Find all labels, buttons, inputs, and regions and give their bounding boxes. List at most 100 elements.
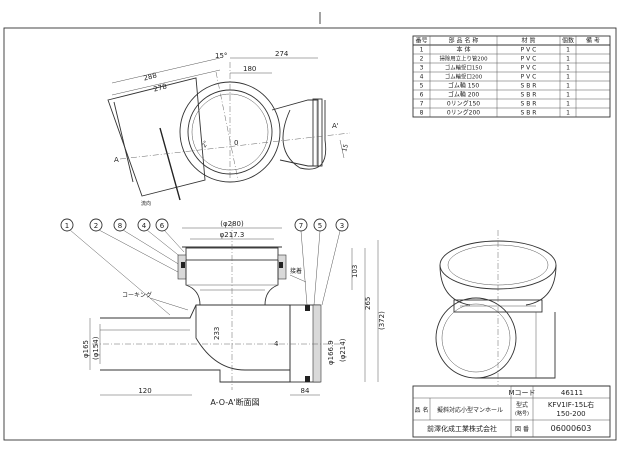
parts-table: 番号 部 品 名 称 材 質 個数 備 考 1 本 体 P V C 1 2 掃除… bbox=[412, 35, 611, 118]
balloon-8: 8 bbox=[113, 218, 181, 266]
svg-text:掃除用立上り管200: 掃除用立上り管200 bbox=[439, 55, 488, 63]
svg-text:6: 6 bbox=[160, 222, 165, 230]
svg-text:ゴム輪 200: ゴム輪 200 bbox=[448, 91, 480, 99]
svg-text:P V C: P V C bbox=[521, 74, 537, 81]
svg-text:P V C: P V C bbox=[521, 65, 537, 72]
svg-text:S B R: S B R bbox=[521, 83, 537, 90]
svg-text:0リング200: 0リング200 bbox=[447, 109, 480, 117]
product-label: 品 名 bbox=[415, 406, 429, 414]
drawing-number: 06000603 bbox=[551, 424, 592, 433]
flow-label: 流向 bbox=[141, 200, 151, 207]
company-name: 前澤化成工業株式会社 bbox=[427, 424, 497, 433]
balloon-7: 7 bbox=[294, 218, 308, 306]
dim-15: 15 bbox=[341, 143, 350, 152]
svg-text:ゴム輪受口150: ゴム輪受口150 bbox=[445, 64, 483, 72]
model-line-2: 150-200 bbox=[556, 410, 585, 418]
svg-text:1: 1 bbox=[566, 110, 570, 117]
adhesive-label: 接着 bbox=[290, 267, 302, 275]
balloon-4: 4 bbox=[137, 218, 183, 259]
svg-text:1: 1 bbox=[566, 56, 570, 63]
m-code-label: Mコード bbox=[508, 389, 535, 397]
col-qty-header: 個数 bbox=[562, 37, 574, 45]
drawing-frame bbox=[3, 27, 617, 441]
table-row: 8 0リング200 S B R 1 bbox=[420, 109, 571, 117]
dim-4: 4 bbox=[274, 340, 279, 348]
dim-372: (372) bbox=[378, 311, 386, 330]
section-view: 1 2 8 4 6 7 5 3 (φ280) φ217.3 bbox=[60, 218, 386, 407]
svg-text:4: 4 bbox=[142, 222, 147, 230]
dim-120: 120 bbox=[138, 387, 151, 395]
model-line-1: KFV1IF-15L右 bbox=[548, 400, 594, 409]
col-material-header: 材 質 bbox=[522, 37, 536, 45]
svg-text:2: 2 bbox=[420, 56, 424, 63]
svg-text:8: 8 bbox=[118, 222, 122, 230]
svg-text:1: 1 bbox=[566, 47, 570, 54]
svg-text:P V C: P V C bbox=[521, 56, 537, 63]
dim-265: 265 bbox=[364, 297, 372, 310]
svg-text:3: 3 bbox=[340, 222, 344, 230]
plan-view: 274 180 15° 288 278 0 2° 15 A A' 流向 bbox=[107, 50, 351, 207]
svg-text:ゴム輪 150: ゴム輪 150 bbox=[448, 82, 480, 90]
svg-text:1: 1 bbox=[65, 222, 69, 230]
dim-103: 103 bbox=[351, 265, 359, 278]
table-row: 2 掃除用立上り管200 P V C 1 bbox=[420, 55, 571, 63]
svg-text:本 体: 本 体 bbox=[457, 46, 471, 54]
dim-278: 278 bbox=[153, 83, 168, 94]
col-name-header: 部 品 名 称 bbox=[449, 37, 479, 45]
dim-280: (φ280) bbox=[220, 220, 244, 228]
dim-84: 84 bbox=[301, 387, 310, 395]
svg-text:0リング150: 0リング150 bbox=[447, 100, 480, 108]
section-label-A: A bbox=[114, 156, 119, 164]
table-row: 3 ゴム輪受口150 P V C 1 bbox=[420, 64, 571, 72]
side-view bbox=[435, 230, 557, 385]
dim-154: (φ154) bbox=[92, 336, 100, 360]
table-row: 7 0リング150 S B R 1 bbox=[420, 100, 571, 108]
svg-text:1: 1 bbox=[566, 65, 570, 72]
svg-text:7: 7 bbox=[299, 222, 303, 230]
model-label: 型式 bbox=[516, 401, 528, 409]
svg-text:S B R: S B R bbox=[521, 92, 537, 99]
balloon-5: 5 bbox=[313, 218, 327, 306]
svg-text:3: 3 bbox=[420, 65, 424, 72]
col-no-header: 番号 bbox=[415, 38, 427, 45]
inlet-pipe-outline bbox=[107, 77, 206, 197]
svg-text:1: 1 bbox=[420, 47, 424, 54]
svg-text:ゴム輪受口200: ゴム輪受口200 bbox=[445, 73, 483, 81]
svg-text:4: 4 bbox=[420, 74, 424, 81]
model-sub-label: (略号) bbox=[515, 410, 529, 417]
dim-2173: φ217.3 bbox=[220, 231, 245, 239]
svg-text:1: 1 bbox=[566, 83, 570, 90]
dim-288: 288 bbox=[143, 72, 158, 83]
section-label-A-prime: A' bbox=[332, 122, 339, 130]
dim-15deg: 15° bbox=[215, 52, 227, 60]
balloon-2: 2 bbox=[89, 218, 179, 273]
dim-274: 274 bbox=[275, 50, 289, 58]
table-row: 4 ゴム輪受口200 P V C 1 bbox=[420, 73, 571, 81]
dim-180: 180 bbox=[243, 65, 256, 73]
dim-165: φ165 bbox=[82, 340, 90, 358]
svg-text:8: 8 bbox=[420, 110, 424, 117]
balloon-6: 6 bbox=[155, 218, 185, 253]
svg-text:7: 7 bbox=[420, 101, 424, 108]
svg-text:5: 5 bbox=[420, 83, 424, 90]
product-name: 擬斜対応小型マンホール bbox=[437, 406, 503, 414]
dim-1669: φ166.9 bbox=[327, 340, 335, 365]
table-row: 1 本 体 P V C 1 bbox=[420, 46, 571, 54]
section-caption: A-O-A'断面図 bbox=[210, 397, 259, 407]
dim-214: (φ214) bbox=[339, 338, 347, 362]
svg-text:2: 2 bbox=[94, 222, 98, 230]
drawing-number-label: 図 番 bbox=[515, 426, 529, 433]
table-row: 5 ゴム輪 150 S B R 1 bbox=[420, 82, 571, 90]
outlet-socket bbox=[271, 99, 319, 167]
side-outlet-outer bbox=[435, 297, 517, 379]
balloon-1: 1 bbox=[60, 218, 171, 316]
col-remark-header: 備 考 bbox=[586, 37, 600, 45]
svg-text:1: 1 bbox=[566, 101, 570, 108]
dim-233: 233 bbox=[213, 327, 221, 340]
svg-text:S B R: S B R bbox=[521, 110, 537, 117]
svg-text:S B R: S B R bbox=[521, 101, 537, 108]
svg-text:1: 1 bbox=[566, 92, 570, 99]
m-code-value: 46111 bbox=[561, 389, 583, 397]
